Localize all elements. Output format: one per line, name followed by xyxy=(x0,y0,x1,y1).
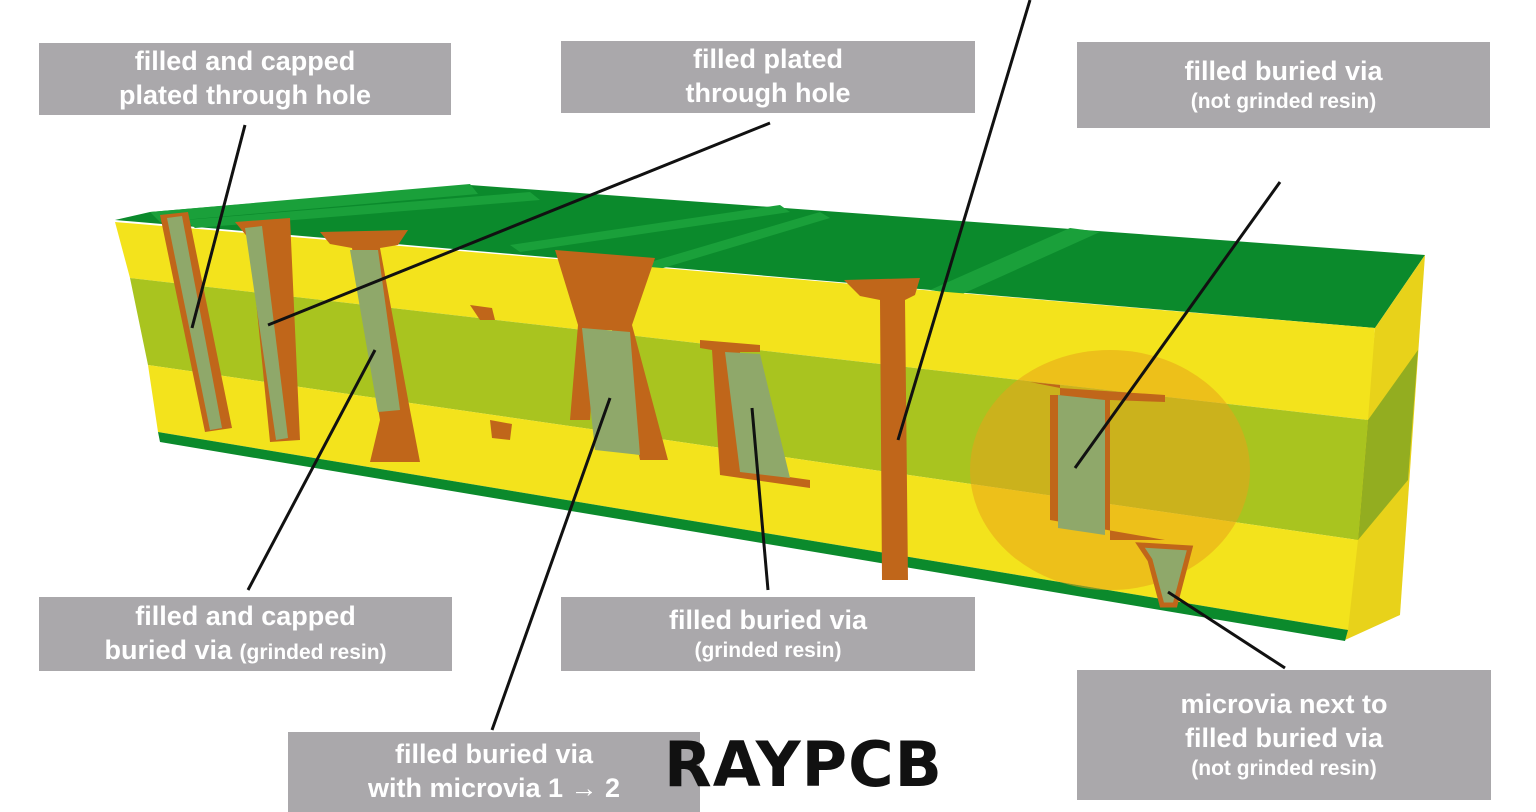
trace xyxy=(930,228,1100,295)
label-buried-microvia: filled buried via with microvia 1 → 2 xyxy=(288,732,700,812)
label-line: filled and capped xyxy=(134,46,356,77)
label-line: (grinded resin) xyxy=(239,641,387,664)
raypcb-logo: RAYPCB xyxy=(664,728,943,801)
label-line: with microvia 1 → 2 xyxy=(367,773,621,803)
trace xyxy=(185,192,540,228)
label-filled-pth: filled plated through hole xyxy=(561,41,975,113)
label-buried-grinded: filled buried via (grinded resin) xyxy=(561,597,975,671)
solder-mask-bottom xyxy=(158,432,1348,641)
trace xyxy=(510,205,790,252)
label-line: filled and capped xyxy=(135,601,356,632)
vias xyxy=(160,212,1194,608)
label-line: plated through hole xyxy=(119,80,371,110)
label-filled-capped-pth: filled and capped plated through hole xyxy=(39,43,451,115)
leader-lines xyxy=(190,0,1286,731)
label-line: filled plated xyxy=(692,44,844,75)
trace xyxy=(150,184,478,222)
trace xyxy=(640,212,830,272)
label-line: filled buried via xyxy=(668,605,868,635)
label-line: (grinded resin) xyxy=(694,638,842,662)
board-right-core xyxy=(1358,350,1418,540)
label-line: filled buried via xyxy=(394,739,594,770)
label-line: (not grinded resin) xyxy=(1190,89,1377,113)
label-buried-not-grinded: filled buried via (not grinded resin) xyxy=(1077,42,1490,128)
label-microvia-next: microvia next to filled buried via (not … xyxy=(1077,670,1491,800)
label-line: filled buried via xyxy=(1184,722,1384,753)
board-top-surface xyxy=(115,185,1425,328)
label-line: through hole xyxy=(685,78,851,108)
label-line: buried via xyxy=(104,635,240,665)
label-line: microvia next to xyxy=(1180,689,1388,720)
label-line: filled buried via xyxy=(1184,56,1383,86)
label-line: (not grinded resin) xyxy=(1191,756,1377,780)
label-filled-capped-buried: filled and capped buried via (grinded re… xyxy=(39,597,452,671)
